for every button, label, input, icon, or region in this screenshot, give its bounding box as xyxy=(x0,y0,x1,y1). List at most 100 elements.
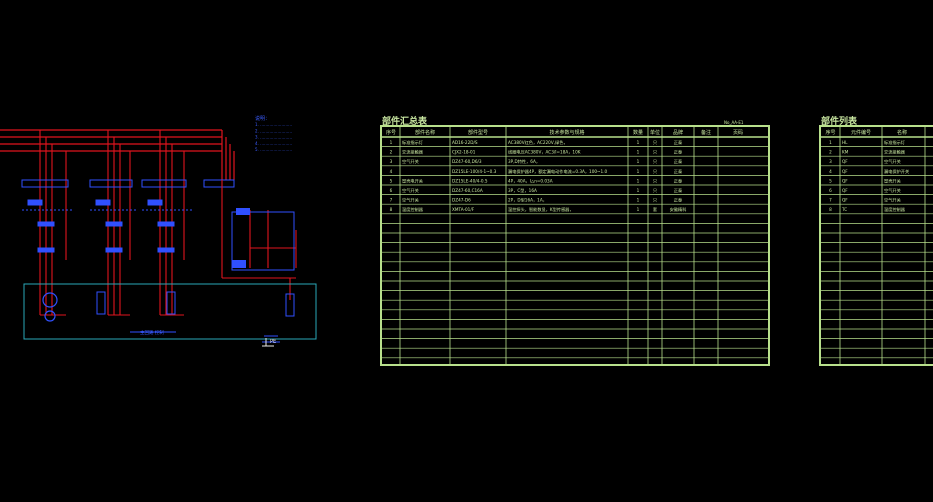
summary-cell-model: AD16-22D/S xyxy=(452,140,478,145)
parts-table-grid xyxy=(819,125,933,366)
summary-cell-model: DZ15LE-100/4-1~0.3 xyxy=(452,169,497,174)
summary-cell-unit: 只 xyxy=(653,169,657,175)
overload-relay-1 xyxy=(105,221,123,227)
parts-cell-name: 交流接触器 xyxy=(884,149,906,156)
parts-cell-no: 1 xyxy=(829,140,832,145)
summary-header-cell: 数量 xyxy=(633,129,643,136)
parts-cell-name: 空气开关 xyxy=(884,197,901,204)
summary-cell-model: DZ47-60,C16A xyxy=(452,188,483,193)
motor-symbol-2 xyxy=(44,310,56,322)
parts-cell-no: 2 xyxy=(829,150,832,155)
parts-cell-name: 标准指示灯 xyxy=(884,139,906,146)
parts-cell-code: TC xyxy=(841,207,847,212)
summary-cell-unit: 只 xyxy=(653,140,657,146)
parts-table-border xyxy=(819,125,933,366)
summary-table-border xyxy=(380,125,770,366)
summary-cell-unit: 只 xyxy=(653,178,657,184)
parts-cell-name: 温度控制器 xyxy=(884,206,906,213)
summary-cell-brand: 正泰 xyxy=(674,158,683,164)
terminal-block-1 xyxy=(105,247,123,253)
control-breaker-symbol xyxy=(203,179,235,188)
parts-cell-code: QF xyxy=(842,178,848,183)
drawing-notes: 说明：1. ……………………2. …………………… 3. ……………………4. …… xyxy=(255,115,292,152)
summary-header-cell: 技术参数与规格 xyxy=(549,129,584,136)
parts-cell-no: 5 xyxy=(829,178,832,183)
note-line: 5. …………………… xyxy=(255,147,292,152)
parts-cell-no: 8 xyxy=(829,207,832,212)
summary-cell-no: 5 xyxy=(390,178,393,183)
summary-cell-model: DZ47-60,D6/3 xyxy=(452,159,482,164)
parts-header-cell: 元件编号 xyxy=(851,129,871,136)
summary-cell-brand: 正泰 xyxy=(674,197,683,203)
summary-header-cell: 备注 xyxy=(701,129,711,136)
parts-cell-code: QF xyxy=(842,169,848,174)
breaker-symbol-0 xyxy=(21,179,69,188)
note-line: 说明： xyxy=(255,115,270,122)
summary-cell-qty: 1 xyxy=(637,188,640,193)
parts-cell-code: KM xyxy=(842,150,849,155)
summary-cell-no: 7 xyxy=(390,198,393,203)
breaker-symbol-1 xyxy=(89,179,133,188)
summary-cell-qty: 1 xyxy=(637,178,640,183)
heater-symbol-2 xyxy=(166,291,176,315)
contactor-coil-2 xyxy=(147,199,163,206)
terminal-block-2 xyxy=(157,247,175,253)
control-relay-symbol xyxy=(236,208,250,215)
summary-cell-name: 交流接触器 xyxy=(402,149,424,156)
summary-table-title: 部件汇总表 xyxy=(382,115,428,127)
control-panel-box xyxy=(231,211,295,271)
parts-cell-name: 空气开关 xyxy=(884,187,901,194)
parts-table-title: 部件列表 xyxy=(821,115,858,127)
contactor-coil-1 xyxy=(95,199,111,206)
summary-cell-qty: 1 xyxy=(637,159,640,164)
summary-header-cell: 品牌 xyxy=(673,129,683,136)
parts-cell-name: 塑壳开关 xyxy=(884,177,901,184)
summary-cell-unit: 套 xyxy=(653,206,658,213)
summary-cell-spec: 温控探头，智能数显，K型传感器， xyxy=(508,206,574,213)
summary-cell-qty: 1 xyxy=(637,140,640,145)
note-line: 3. …………………… xyxy=(255,135,292,140)
annotation-marks xyxy=(130,331,280,343)
summary-cell-unit: 只 xyxy=(653,188,657,194)
schematic-bottom-label: 主回路 控制 xyxy=(140,329,164,336)
note-line: 1. …………………… xyxy=(255,122,292,127)
summary-cell-spec: 4P，40A，I△n=0.03A xyxy=(508,178,553,184)
summary-cell-brand: 正泰 xyxy=(674,168,683,174)
summary-cell-qty: 1 xyxy=(637,150,640,155)
summary-cell-qty: 1 xyxy=(637,198,640,203)
summary-cell-spec: 线圈电压AC380V，AC3/I=18A，10K xyxy=(508,149,581,156)
summary-cell-name: 空气开关 xyxy=(402,197,419,204)
breaker-symbol-2 xyxy=(141,179,187,188)
parts-cell-no: 4 xyxy=(829,169,832,174)
summary-cell-spec: 3P，C型，16A xyxy=(508,187,537,194)
summary-cell-model: CJX2-18-01 xyxy=(452,150,476,155)
parts-cell-name: 漏电保护开关 xyxy=(884,168,909,175)
parts-cell-no: 7 xyxy=(829,198,832,203)
summary-header-cell: 序号 xyxy=(386,129,396,136)
heater-symbol-1 xyxy=(96,291,106,315)
summary-cell-spec: 2P，D型16A，1A， xyxy=(508,197,547,204)
summary-cell-model: DZ15LE-40/4-0.5 xyxy=(452,178,488,183)
summary-cell-brand: 安徽精科 xyxy=(670,206,688,213)
summary-header-cell: 部件名称 xyxy=(415,129,435,136)
load-enclosure xyxy=(23,283,317,340)
summary-cell-no: 2 xyxy=(390,150,393,155)
note-line: 2. …………………… xyxy=(255,128,292,133)
summary-cell-model: DZ47-D6 xyxy=(452,198,471,203)
control-circuit-wires xyxy=(221,180,297,300)
summary-cell-brand: 正泰 xyxy=(674,139,683,145)
motor-symbol-1 xyxy=(42,292,58,308)
sensor-symbol xyxy=(285,293,295,317)
summary-cell-no: 1 xyxy=(390,140,393,145)
parts-header-cell: 名称 xyxy=(897,129,907,136)
summary-cell-spec: AC380V红色，AC220V,绿色， xyxy=(508,139,568,146)
contactor-coil-0 xyxy=(27,199,43,206)
note-line: 4. …………………… xyxy=(255,141,292,146)
summary-table-grid xyxy=(380,125,770,366)
summary-cell-brand: 正泰 xyxy=(674,149,683,155)
summary-cell-qty: 1 xyxy=(637,169,640,174)
